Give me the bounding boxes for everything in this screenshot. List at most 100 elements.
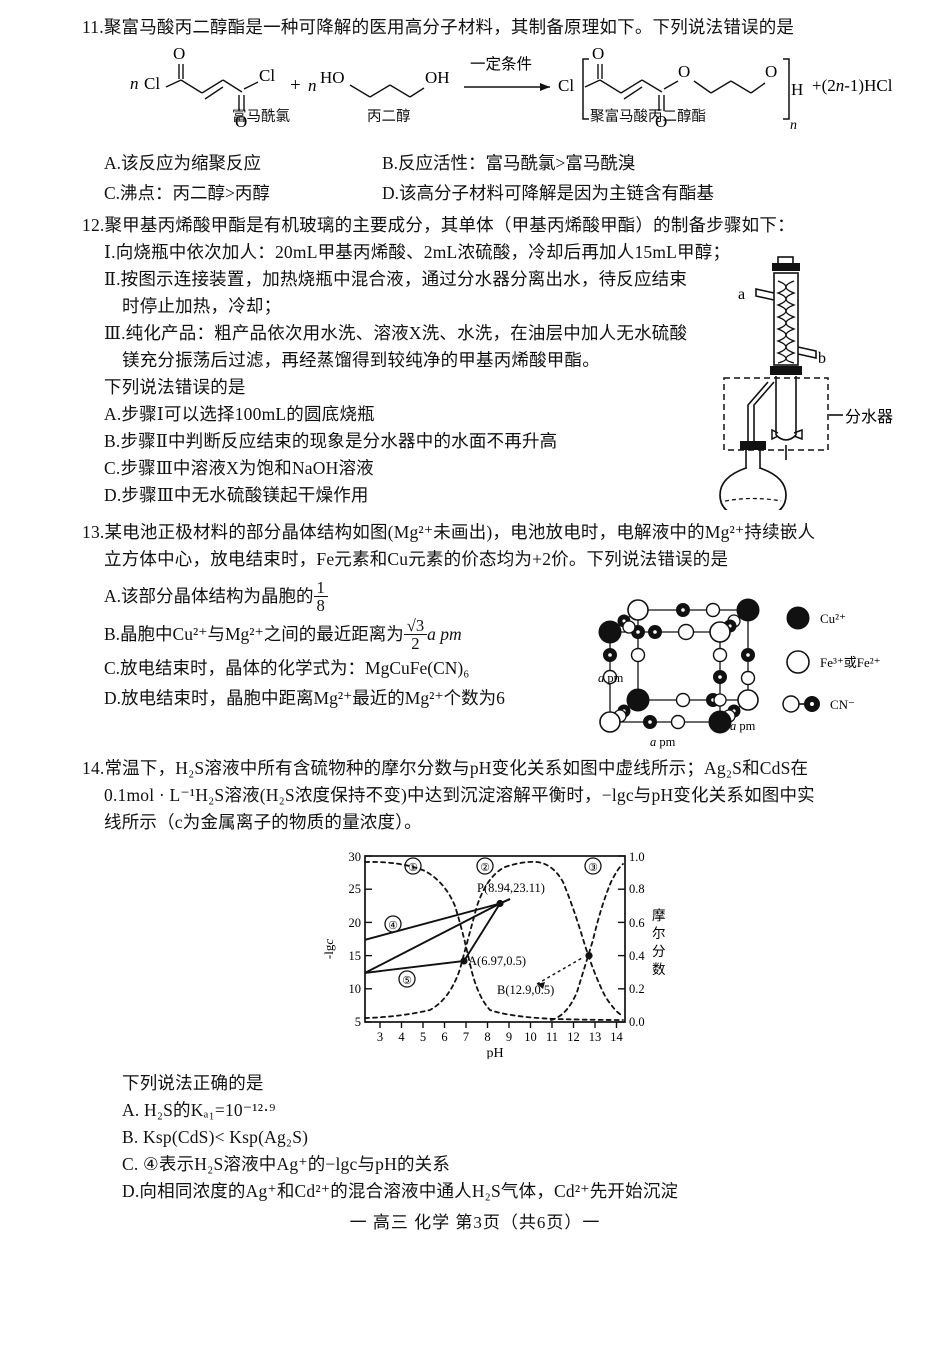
q14-option-b: B. Ksp(CdS)< Ksp(Ag₂S) (122, 1127, 309, 1147)
name-propanediol: 丙二醇 (367, 109, 411, 125)
chart-right-axis-ticks (618, 855, 625, 1023)
q14-stem-line2: 0.1mol · L⁻¹H₂S溶液(H₂S浓度保持不变)中达到沉淀溶解平衡时，−… (104, 785, 815, 805)
svg-text:0.6: 0.6 (629, 916, 645, 930)
question-12: 12.聚甲基丙烯酸甲酯是有机玻璃的主要成分，其单体（甲基丙烯酸甲酯）的制备步骤如… (82, 212, 888, 509)
chart-left-axis-ticks (365, 855, 372, 1023)
svg-text:n: n (790, 118, 797, 133)
q11-option-c: C.沸点：丙二醇>丙醇 (104, 183, 270, 203)
svg-text:10: 10 (524, 1030, 537, 1044)
chart-annotation-A: A(6.97,0.5) (468, 954, 526, 968)
svg-text:Cl: Cl (144, 74, 160, 93)
crystal-edge-label-left: a pm (598, 671, 624, 685)
q11-option-a: A.该反应为缩聚反应 (104, 153, 262, 173)
svg-text:0.4: 0.4 (629, 949, 645, 963)
solubility-chart-svg: 5 10 15 20 25 30 -lgc 0.0 0.2 0.4 (321, 850, 666, 1061)
chart-annotation-P: P(8.94,23.11) (477, 881, 545, 895)
svg-text:Cl: Cl (558, 76, 574, 95)
svg-text:一定条件: 一定条件 (470, 55, 532, 73)
q14-option-c: C. ④表示H₂S溶液中Ag⁺的−lgc与pH的关系 (122, 1154, 451, 1174)
q12-step-1: Ⅰ.向烧瓶中依次加人：20mL甲基丙烯酸、2mL浓硫酸，冷却后再加人15mL甲醇… (104, 242, 731, 262)
crystal-svg: a pm a pm a pm Cu²⁺ Fe³⁺或Fe²⁺ CN⁻ (598, 598, 881, 749)
svg-text:+: + (290, 75, 301, 96)
svg-text:H: H (791, 80, 803, 99)
svg-text:O: O (235, 112, 247, 131)
q11-option-d: D.该高分子材料可降解是因为主链含有酯基 (382, 183, 715, 203)
q14-chart: 5 10 15 20 25 30 -lgc 0.0 0.2 0.4 (305, 844, 666, 1064)
q13-crystal-figure: a pm a pm a pm Cu²⁺ Fe³⁺或Fe²⁺ CN⁻ (598, 570, 898, 755)
svg-text:O: O (173, 44, 185, 63)
page-footer: 一 高三 化学 第3页（共6页）一 (349, 1213, 601, 1232)
apparatus-svg: a b 分水 (719, 256, 893, 518)
chart-annotation-B: B(12.9,0.5) (497, 983, 554, 997)
q12-option-d: D.步骤Ⅲ中无水硫酸镁起干燥作用 (104, 485, 369, 505)
svg-text:5: 5 (355, 1015, 361, 1029)
svg-text:9: 9 (506, 1030, 512, 1044)
chart-left-tick-labels: 5 10 15 20 25 30 (349, 850, 362, 1029)
q14-stem-line3: 线所示（c为金属离子的物质的量浓度）。 (104, 812, 422, 832)
question-14: 14.常温下，H₂S溶液中所有含硫物种的摩尔分数与pH变化关系如图中虚线所示；A… (82, 755, 888, 836)
q13-option-a-text: A.该部分晶体结构为晶胞的 (104, 586, 314, 606)
svg-text:1.0: 1.0 (629, 850, 645, 864)
apparatus-label-a: a (738, 286, 745, 303)
svg-text:15: 15 (349, 949, 362, 963)
svg-text:25: 25 (349, 882, 362, 896)
chart-series-label-5: ⑤ (402, 975, 412, 987)
chart-series-5-line-straight (364, 902, 501, 974)
q14-options: 下列说法正确的是 A. H₂S的Kₐ₁=10⁻¹²·⁹ B. Ksp(CdS)<… (82, 1070, 888, 1205)
question-13: 13.某电池正极材料的部分晶体结构如图(Mg²⁺未画出)，电池放电时，电解液中的… (82, 519, 888, 713)
q12-stem-text: 聚甲基丙烯酸甲酯是有机玻璃的主要成分，其单体（甲基丙烯酸甲酯）的制备步骤如下： (104, 215, 795, 235)
svg-text:分: 分 (652, 944, 665, 959)
apparatus-label-b: b (818, 350, 826, 367)
q11-stem-text: 聚富马酸丙二醇酯是一种可降解的医用高分子材料，其制备原理如下。下列说法错误的是 (103, 17, 795, 37)
legend-icon-fe-open-circle (786, 650, 810, 674)
q11-number: 11. (82, 17, 104, 37)
q13-option-b-text: B.晶胞中Cu²⁺与Mg²⁺之间的最近距离为 (104, 624, 404, 644)
chart-right-tick-labels: 0.0 0.2 0.4 0.6 0.8 1.0 (629, 850, 645, 1029)
svg-text:12: 12 (567, 1030, 580, 1044)
chart-series-2-curve (364, 860, 624, 1019)
legend-label-cn: CN⁻ (830, 697, 855, 712)
q11-options: A.该反应为缩聚反应 C.沸点：丙二醇>丙醇 B.反应活性：富马酰氯>富马酰溴 … (82, 148, 888, 208)
svg-text:7: 7 (463, 1030, 469, 1044)
svg-text:O: O (655, 112, 667, 131)
svg-text:摩: 摩 (652, 907, 665, 923)
q12-option-b: B.步骤Ⅱ中判断反应结束的现象是分水器中的水面不再升高 (104, 431, 558, 451)
chart-point-B (585, 952, 593, 960)
svg-text:n: n (130, 74, 139, 93)
svg-text:0.0: 0.0 (629, 1015, 645, 1029)
q11-stem: 11.聚富马酸丙二醇酯是一种可降解的医用高分子材料，其制备原理如下。下列说法错误… (82, 14, 888, 41)
chart-xlabel: pH (486, 1046, 503, 1059)
q14-option-d: D.向相同浓度的Ag⁺和Cd²⁺的混合溶液中通人H₂S气体，Cd²⁺先开始沉淀 (122, 1181, 679, 1201)
svg-text:13: 13 (589, 1030, 602, 1044)
chart-x-axis-ticks (379, 1022, 618, 1028)
q14-prompt: 下列说法正确的是 (122, 1073, 264, 1093)
legend-icon-cn-dumbbell (782, 695, 820, 713)
svg-text:n: n (308, 76, 317, 95)
q13-stem-line1: 13.某电池正极材料的部分晶体结构如图(Mg²⁺未画出)，电池放电时，电解液中的… (82, 519, 888, 546)
svg-text:数: 数 (652, 962, 665, 977)
q14-number: 14. (82, 758, 105, 778)
q12-step-3-cont: 镁充分振荡后过滤，再经蒸馏得到较纯净的甲基丙烯酸甲酯。 (122, 350, 600, 370)
q12-prompt: 下列说法错误的是 (104, 377, 246, 397)
q12-number: 12. (82, 215, 105, 235)
legend-label-cu: Cu²⁺ (820, 611, 846, 626)
chart-series-3-curve (550, 863, 624, 1021)
crystal-edge-label-right: a pm (730, 719, 756, 733)
chart-ylabel-left: -lgc (321, 939, 336, 959)
q12-option-a: A.步骤Ⅰ可以选择100mL的圆底烧瓶 (104, 404, 375, 424)
svg-text:6: 6 (441, 1030, 447, 1044)
svg-text:3: 3 (377, 1030, 383, 1044)
q12-apparatus-figure: a b 分水 (712, 255, 922, 518)
svg-text:30: 30 (349, 850, 362, 864)
q12-stem: 12.聚甲基丙烯酸甲酯是有机玻璃的主要成分，其单体（甲基丙烯酸甲酯）的制备步骤如… (82, 212, 888, 239)
q14-stem-line1: 14.常温下，H₂S溶液中所有含硫物种的摩尔分数与pH变化关系如图中虚线所示；A… (82, 755, 888, 782)
svg-text:Cl: Cl (259, 66, 275, 85)
svg-text:8: 8 (484, 1030, 490, 1044)
svg-text:HO: HO (320, 68, 345, 87)
svg-text:10: 10 (349, 982, 362, 996)
name-fumaryl-chloride: 富马酰氯 (232, 109, 290, 125)
